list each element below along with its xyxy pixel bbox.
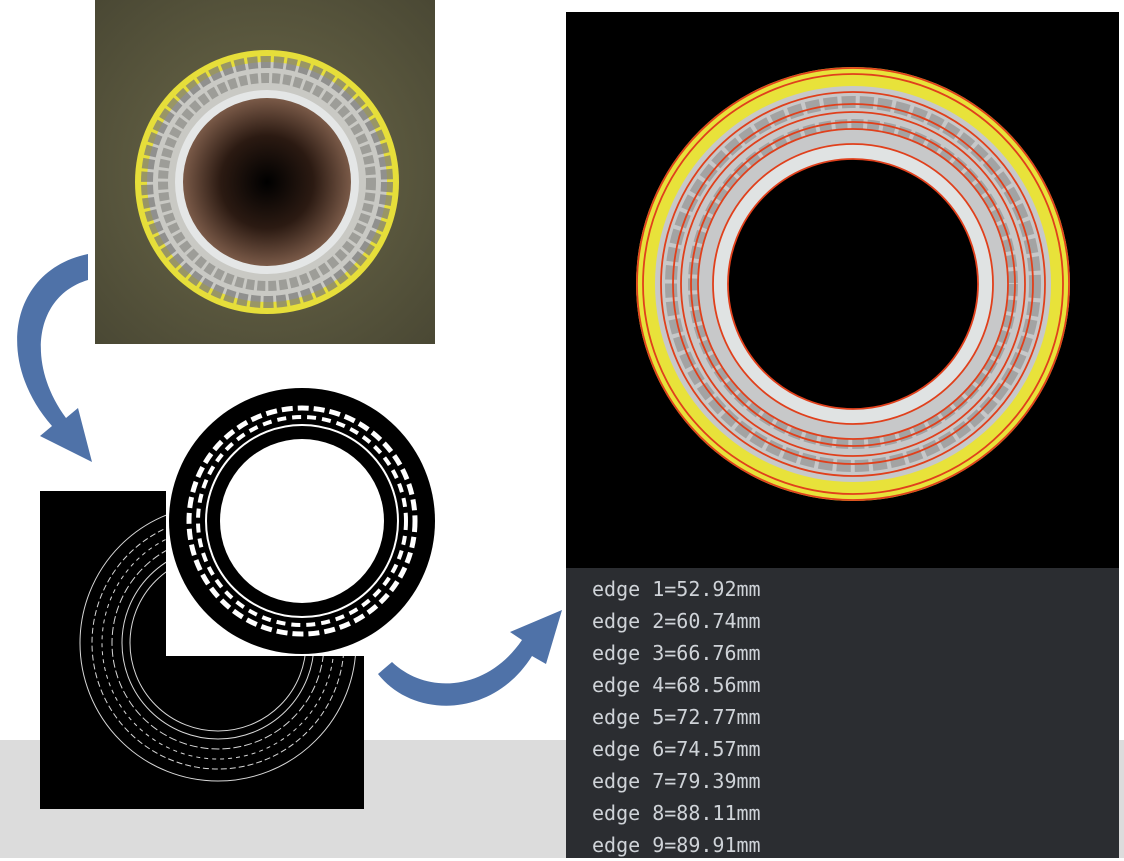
edge-measurement-line: edge 2=60.74mm xyxy=(592,609,761,633)
binary-mask-image xyxy=(166,386,444,656)
measurement-console: edge 1=52.92mm edge 2=60.74mm edge 3=66.… xyxy=(566,568,1119,858)
curved-arrow-down-icon xyxy=(17,254,92,462)
detected-edges-image xyxy=(566,12,1119,568)
edge-measurement-list: edge 1=52.92mm edge 2=60.74mm edge 3=66.… xyxy=(566,568,1119,861)
edge-measurement-line: edge 9=89.91mm xyxy=(592,833,761,857)
edge-measurement-line: edge 8=88.11mm xyxy=(592,801,761,825)
edge-measurement-line: edge 1=52.92mm xyxy=(592,577,761,601)
edge-measurement-line: edge 3=66.76mm xyxy=(592,641,761,665)
edge-measurement-line: edge 7=79.39mm xyxy=(592,769,761,793)
pipe-photo-image xyxy=(95,0,435,344)
curved-arrow-right-icon xyxy=(378,610,562,706)
edge-measurement-line: edge 5=72.77mm xyxy=(592,705,761,729)
edge-measurement-line: edge 6=74.57mm xyxy=(592,737,761,761)
edge-measurement-line: edge 4=68.56mm xyxy=(592,673,761,697)
